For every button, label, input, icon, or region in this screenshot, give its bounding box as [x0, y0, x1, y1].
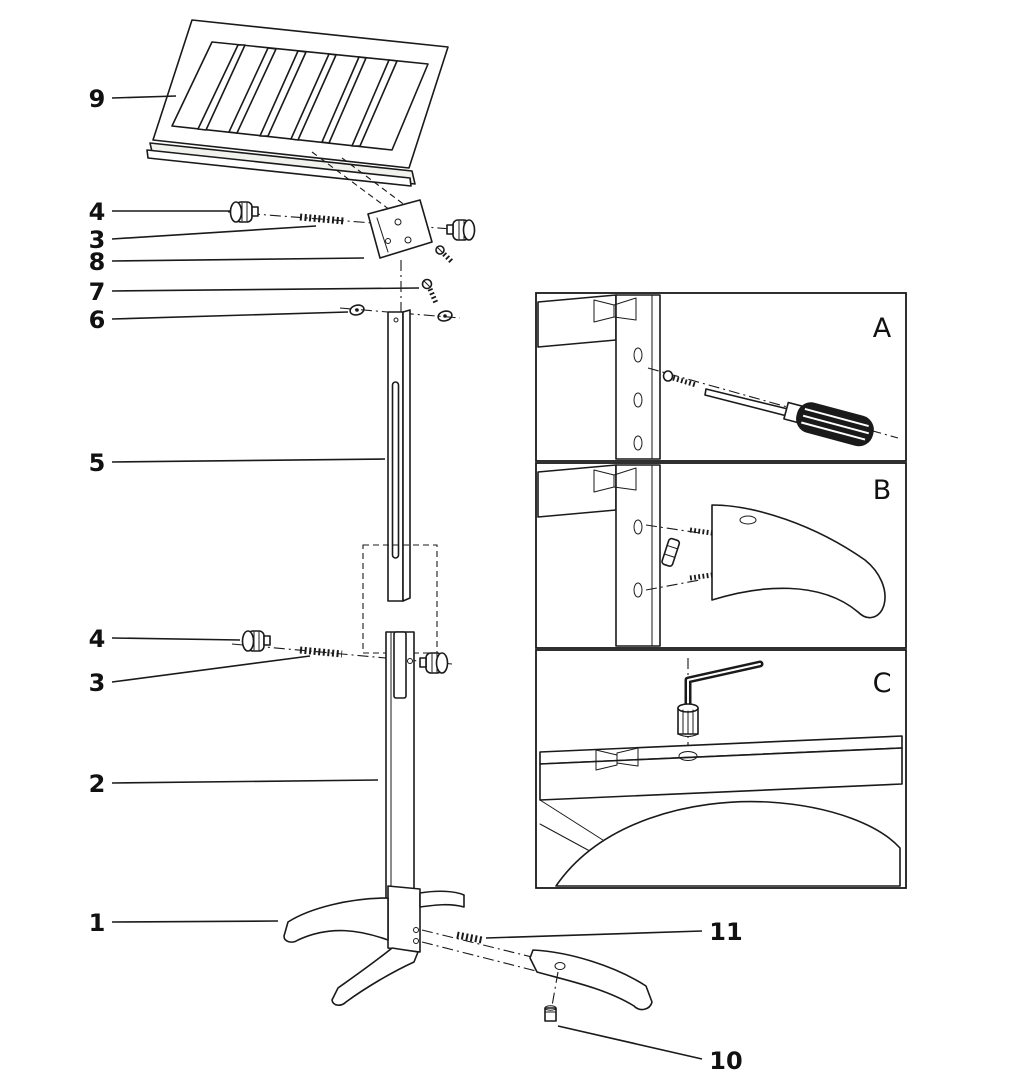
desk-slats — [197, 44, 398, 147]
callout-label: 10 — [709, 1047, 742, 1075]
desk-bracket — [367, 199, 433, 312]
callout-label: 4 — [89, 625, 106, 653]
panel-a-screw — [662, 370, 697, 388]
callout-label: 6 — [89, 306, 106, 334]
clamp-knob-lower-right — [419, 652, 449, 674]
callout-6: 6 — [89, 306, 349, 334]
callout-1: 1 — [89, 909, 279, 937]
threaded-bolt-upper — [299, 213, 345, 225]
bracket-screw — [435, 245, 454, 264]
panel-c: C — [535, 649, 907, 889]
lower-column — [385, 631, 415, 911]
base — [283, 885, 541, 1006]
insertion-dash-box — [362, 544, 438, 654]
callout-label: 3 — [89, 669, 106, 697]
panel-a: A — [535, 292, 907, 462]
panel-b-label: B — [873, 475, 892, 506]
panel-c-label: C — [873, 668, 892, 699]
callout-8: 8 — [89, 248, 365, 276]
callout-label: 11 — [709, 918, 742, 946]
music-desk — [146, 19, 449, 211]
callout-3-lower: 3 — [89, 655, 311, 697]
washer-left — [349, 304, 365, 316]
clamp-knob-lower-left — [241, 630, 271, 652]
callout-label: 3 — [89, 226, 106, 254]
callout-label: 7 — [89, 278, 106, 306]
detached-leg — [529, 949, 653, 1022]
callout-label: 4 — [89, 198, 106, 226]
callout-label: 1 — [89, 909, 106, 937]
callout-3-upper: 3 — [89, 225, 317, 254]
callout-7: 7 — [89, 278, 420, 306]
callout-label: 8 — [89, 248, 106, 276]
callout-label: 9 — [89, 85, 106, 113]
panel-b-leg — [689, 504, 886, 619]
callout-label: 2 — [89, 770, 106, 798]
upper-fittings — [227, 199, 479, 322]
screwdriver — [704, 388, 874, 447]
clamp-knob-upper-left — [229, 201, 259, 223]
callout-4-upper: 4 — [89, 198, 230, 226]
clamp-knob-upper-right — [446, 219, 476, 241]
panel-c-rail — [539, 735, 903, 801]
leg-nut — [544, 1005, 557, 1022]
callout-10: 10 — [557, 1025, 743, 1075]
panel-c-leg — [555, 800, 901, 887]
callout-2: 2 — [89, 770, 379, 798]
leg-stud — [456, 931, 483, 944]
callout-4-lower: 4 — [89, 625, 241, 653]
callout-label: 5 — [89, 449, 106, 477]
upper-column — [387, 309, 411, 602]
panel-a-label: A — [873, 313, 892, 344]
panel-b: B — [535, 462, 907, 649]
small-screw — [421, 278, 439, 304]
lower-fittings — [231, 630, 453, 674]
barrel-nut — [677, 703, 699, 737]
dowel-pin — [661, 537, 681, 567]
callout-9: 9 — [89, 85, 177, 113]
callout-5: 5 — [89, 449, 386, 477]
washer-right — [437, 310, 453, 322]
callout-11: 11 — [485, 918, 743, 946]
